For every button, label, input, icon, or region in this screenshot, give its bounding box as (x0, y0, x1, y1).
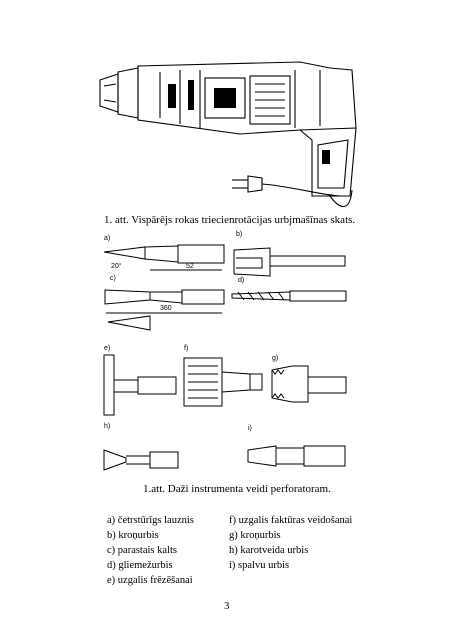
dimension-c: 360 (160, 305, 172, 312)
list-item: e) uzgalis frēzēšanai (107, 575, 193, 586)
list-item: g) kroņurbis (229, 530, 281, 541)
list-item: d) gliemežurbis (107, 560, 173, 571)
label-i: i) (248, 425, 252, 432)
list-item: f) uzgalis faktūras veidošanai (229, 515, 353, 526)
label-h: h) (104, 423, 110, 430)
list-item: h) karotveida urbis (229, 545, 309, 556)
tool-list-right: f) uzgalis faktūras veidošanai g) kroņur… (229, 513, 352, 573)
tool-list-left: a) četrstūrīgs lauznis b) kroņurbis c) p… (107, 513, 194, 588)
label-a: a) (104, 235, 110, 242)
label-f: f) (184, 345, 188, 352)
figure-1-caption: 1. att. Vispārējs rokas triecienrotācija… (104, 214, 356, 226)
list-item: i) spalvu urbis (229, 560, 290, 571)
list-item: b) kroņurbis (107, 530, 159, 541)
label-d: d) (238, 277, 244, 284)
label-g: g) (272, 355, 278, 362)
figure-2-caption: 1.att. Daži instrumenta veidi perforator… (143, 483, 331, 495)
label-e: e) (104, 345, 110, 352)
page-number: 3 (224, 600, 230, 612)
list-item: a) četrstūrīgs lauznis (107, 515, 194, 526)
label-c: c) (110, 275, 116, 282)
list-item: c) parastais kalts (107, 545, 177, 556)
dimension-angle: 20° (111, 262, 122, 270)
dimension-a: 52 (186, 263, 194, 270)
label-b: b) (236, 231, 242, 238)
